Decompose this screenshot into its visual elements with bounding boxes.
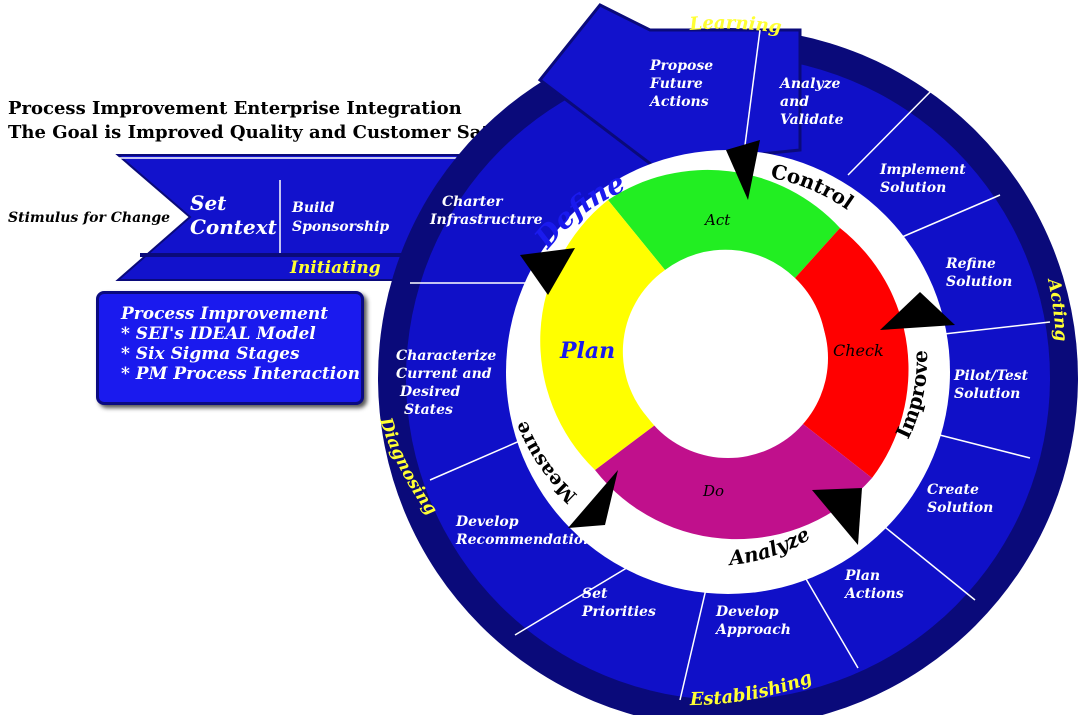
seg-analyze-validate-1: Analyze: [778, 76, 841, 92]
seg-characterize-4: States: [404, 402, 453, 418]
seg-plan-actions-2: Actions: [843, 586, 904, 602]
seg-set-priorities-1: Set: [582, 586, 608, 602]
phase-initiating: Initiating: [289, 258, 381, 278]
segment-labels: Propose Future Actions Analyze and Valid…: [396, 58, 1029, 638]
seg-develop-approach-2: Approach: [714, 622, 791, 638]
seg-pilot-2: Solution: [954, 386, 1020, 402]
seg-create-1: Create: [927, 482, 979, 498]
do-quadrant: [595, 420, 872, 540]
check-quadrant: [795, 228, 909, 478]
legend-line-2: * SEI's IDEAL Model: [121, 324, 316, 344]
seg-analyze-validate-3: Validate: [780, 112, 844, 128]
seg-pilot-1: Pilot/Test: [953, 368, 1029, 384]
stimulus-text: Stimulus for Change: [8, 210, 170, 226]
seg-charter-1: Charter: [442, 194, 504, 210]
act-quadrant: [608, 169, 840, 278]
seg-develop-recs-2: Recommendations: [455, 532, 601, 548]
legend-line-3: * Six Sigma Stages: [121, 344, 300, 364]
pdca-plan: Plan: [559, 338, 615, 364]
seg-plan-actions-1: Plan: [844, 568, 880, 584]
pdca-do: Do: [702, 482, 724, 500]
title-line-1: Process Improvement Enterprise Integrati…: [8, 98, 462, 119]
seg-develop-approach-1: Develop: [715, 604, 779, 620]
legend-line-1: Process Improvement: [121, 304, 329, 324]
seg-create-2: Solution: [927, 500, 993, 516]
plan-quadrant: [540, 200, 665, 470]
arrow-measure: [568, 470, 618, 528]
seg-charter-2: Infrastructure: [429, 212, 543, 228]
legend-box: Process Improvement * SEI's IDEAL Model …: [96, 291, 364, 405]
arrow-analyze: [812, 488, 862, 545]
arrow-define: [520, 248, 575, 295]
seg-propose-1: Propose: [649, 58, 713, 74]
legend-line-4: * PM Process Interaction: [121, 364, 360, 384]
seg-propose-2: Future: [649, 76, 703, 92]
seg-implement-1: Implement: [879, 162, 966, 178]
pdca-center: [628, 258, 828, 458]
seg-refine-2: Solution: [946, 274, 1012, 290]
segment-dividers: [410, 29, 1051, 701]
pdca-check: Check: [833, 341, 884, 360]
set-context-2: Context: [190, 215, 278, 239]
title-line-2: The Goal is Improved Quality and Custome…: [8, 122, 578, 143]
seg-implement-2: Solution: [880, 180, 946, 196]
arrow-control: [726, 140, 760, 200]
cycle-arrows: [520, 140, 955, 545]
arrow-improve: [880, 292, 955, 330]
seg-characterize-3: Desired: [399, 384, 461, 400]
seg-characterize-1: Characterize: [396, 348, 496, 364]
pdca-act: Act: [703, 211, 731, 229]
seg-analyze-validate-2: and: [780, 94, 809, 110]
seg-refine-1: Refine: [945, 256, 996, 272]
seg-propose-3: Actions: [648, 94, 709, 110]
build-sponsorship-2: Sponsorship: [292, 219, 389, 235]
build-sponsorship-1: Build: [291, 200, 335, 216]
set-context-1: Set: [190, 191, 227, 215]
seg-set-priorities-2: Priorities: [581, 604, 656, 620]
seg-characterize-2: Current and: [396, 366, 492, 382]
learning-arrow: [537, 3, 802, 167]
seg-develop-recs-1: Develop: [455, 514, 519, 530]
pdca-ring: [540, 169, 909, 540]
